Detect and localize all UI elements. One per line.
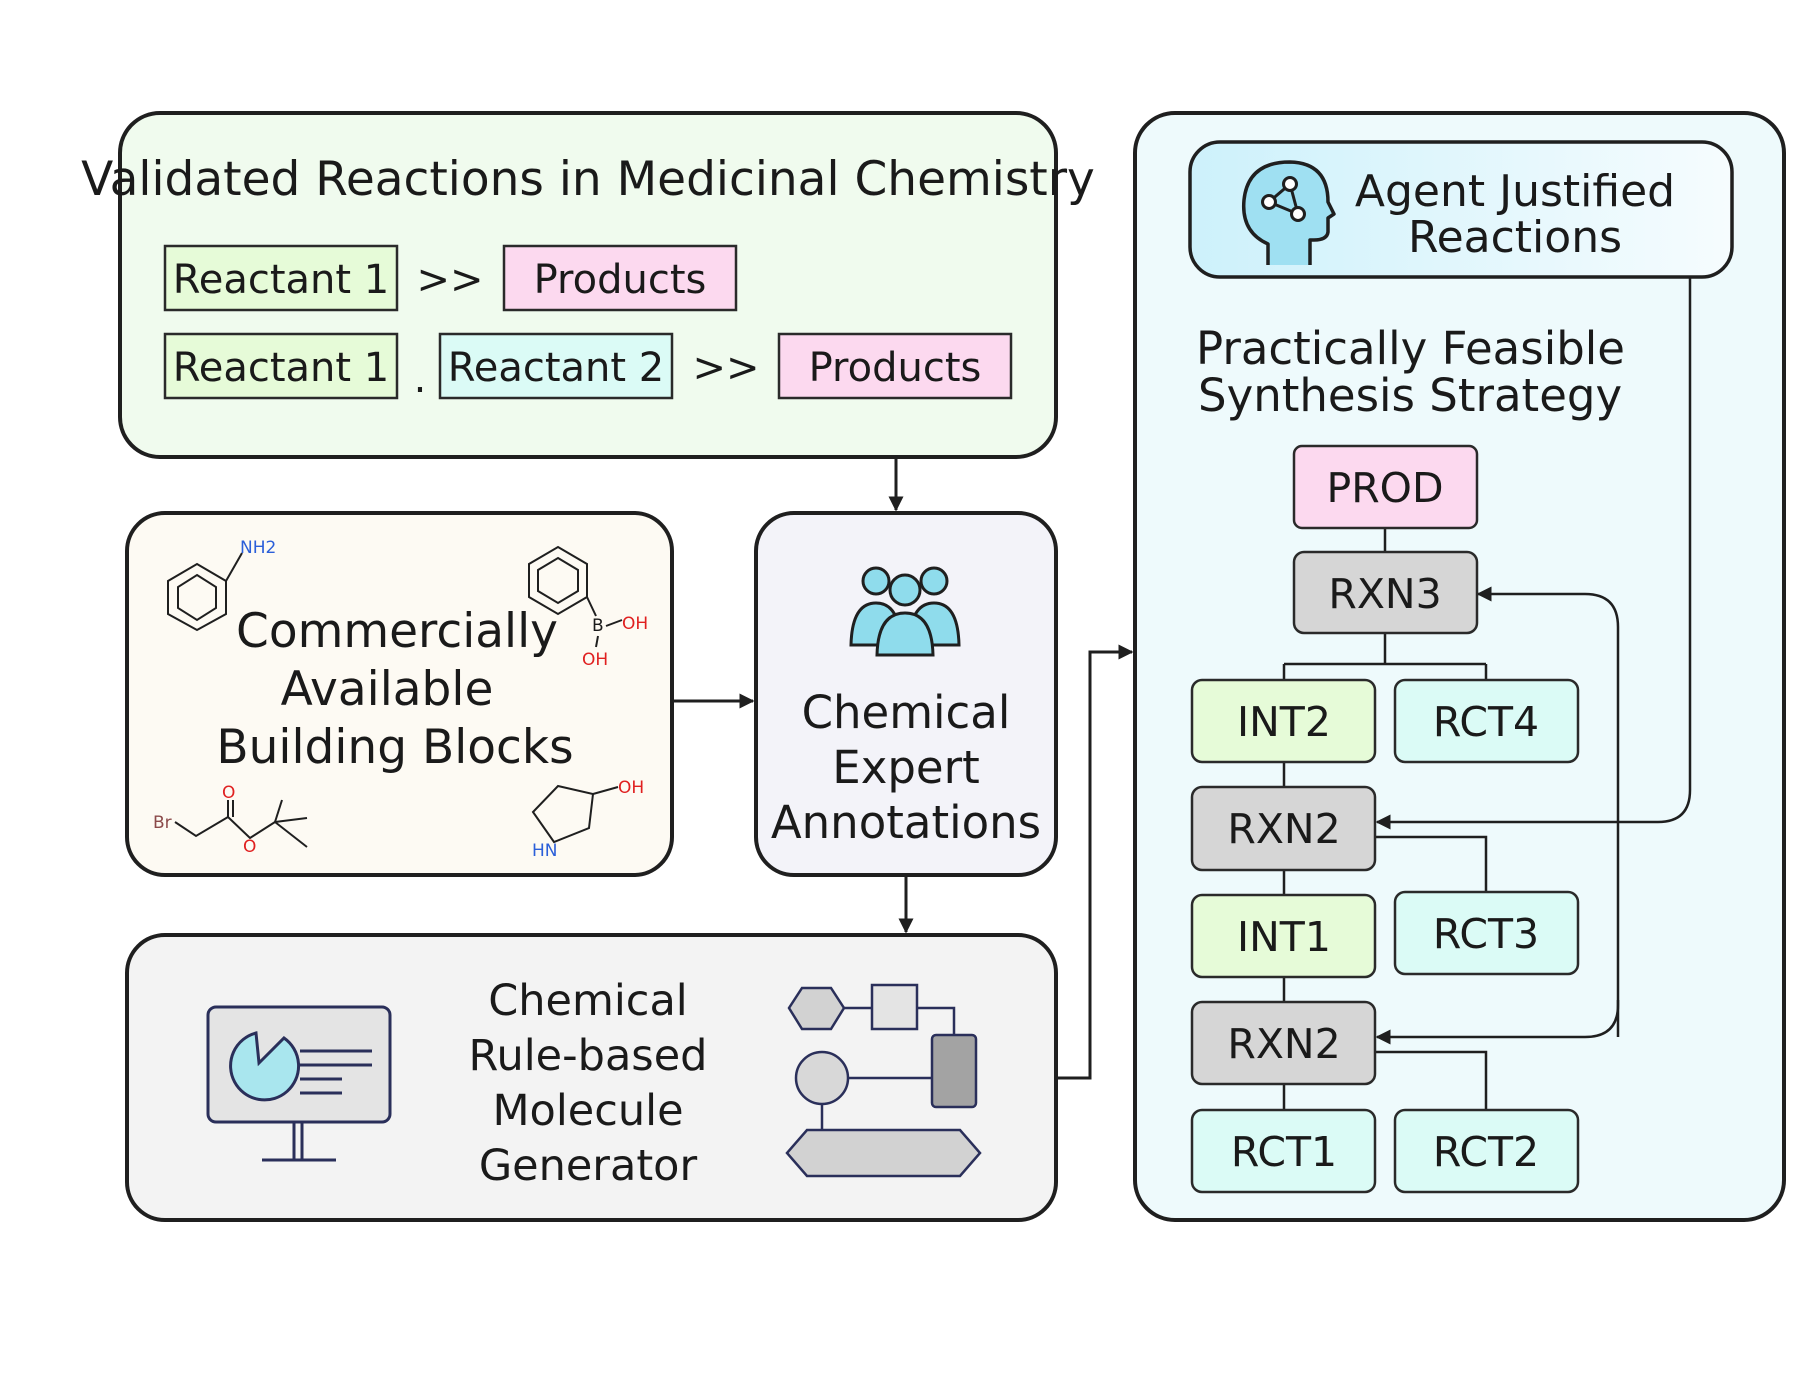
products-tag [777, 332, 1013, 400]
svg-text:RCT2: RCT2 [1433, 1128, 1539, 1176]
svg-text:INT2: INT2 [1237, 698, 1331, 746]
agent-to-rxn2-lower [1375, 1000, 1620, 1045]
building-blocks-panel: Commercially Available Building Blocks N… [125, 511, 674, 877]
ester-oxygen-label: O [243, 837, 256, 857]
reactant-1-tag [163, 244, 399, 312]
svg-text:INT1: INT1 [1237, 913, 1331, 961]
svg-text:RCT3: RCT3 [1433, 910, 1539, 958]
svg-text:RXN2: RXN2 [1227, 805, 1340, 853]
expert-line-3: Annotations [771, 796, 1041, 849]
phenylboronic-acid-structure: B OH OH [528, 545, 648, 670]
reaction-row-1: Reactant 1 >> Products [163, 244, 738, 312]
monitor-chart-icon [206, 1005, 392, 1162]
aniline-structure: NH2 [167, 538, 276, 632]
hydroxypyrrolidine-structure: OH HN [531, 778, 644, 861]
strategy-title-line-2: Synthesis Strategy [1198, 369, 1622, 422]
node-int2: INT2 [1190, 678, 1377, 764]
svg-text:RCT4: RCT4 [1433, 698, 1539, 746]
expert-line-1: Chemical [802, 686, 1011, 739]
nh2-label: NH2 [240, 538, 276, 558]
reaction-arrow: >> [416, 257, 483, 303]
agent-justified-reactions-box: Agent Justified Reactions [1188, 140, 1734, 279]
generator-line-3: Molecule [492, 1086, 683, 1136]
expert-annotations-panel: Chemical Expert Annotations [754, 511, 1058, 877]
separator-dot: . [414, 356, 427, 402]
building-blocks-line-2: Available [281, 662, 494, 717]
validated-reactions-panel: Validated Reactions in Medicinal Chemist… [81, 111, 1095, 459]
validated-reactions-title: Validated Reactions in Medicinal Chemist… [81, 152, 1095, 207]
node-rxn2-upper: RXN2 [1190, 785, 1377, 872]
node-rct2: RCT2 [1393, 1108, 1580, 1194]
hn-label: HN [532, 841, 558, 861]
oh-label: OH [582, 650, 608, 670]
generator-line-4: Generator [479, 1141, 698, 1191]
boron-label: B [592, 616, 604, 636]
ai-head-icon [1241, 160, 1336, 265]
svg-text:PROD: PROD [1326, 464, 1443, 512]
node-int1: INT1 [1190, 893, 1377, 979]
reactant-2-tag [438, 332, 674, 400]
agent-to-rxn2-upper [1375, 277, 1692, 830]
agent-line-1: Agent Justified [1355, 166, 1675, 217]
bromine-label: Br [153, 813, 172, 833]
building-blocks-line-3: Building Blocks [216, 720, 573, 775]
svg-text:RCT1: RCT1 [1231, 1128, 1337, 1176]
building-blocks-line-1: Commercially [236, 604, 558, 659]
products-label: Products [534, 257, 707, 303]
expert-line-2: Expert [832, 741, 979, 794]
reactant-1-label: Reactant 1 [173, 345, 390, 391]
oh-label: OH [618, 778, 644, 798]
node-rct4: RCT4 [1393, 678, 1580, 764]
node-prod: PROD [1292, 444, 1479, 530]
agent-line-2: Reactions [1408, 212, 1622, 263]
flow-connectors [672, 457, 1134, 1080]
node-rxn3: RXN3 [1292, 550, 1479, 635]
oh-label: OH [622, 614, 648, 634]
generator-line-2: Rule-based [469, 1031, 708, 1081]
tree-connectors [1282, 277, 1692, 1110]
reaction-row-2: Reactant 1 . Reactant 2 >> Products [163, 332, 1013, 402]
molecule-generator-panel: Chemical Rule-based Molecule Generator [125, 933, 1058, 1222]
reactant-2-label: Reactant 2 [448, 345, 665, 391]
reactant-1-tag [163, 332, 399, 400]
arrow-generator-to-strategy [1056, 644, 1134, 1080]
svg-text:RXN3: RXN3 [1328, 570, 1441, 618]
products-label: Products [809, 345, 982, 391]
people-icon [849, 566, 961, 657]
products-tag [502, 244, 738, 312]
svg-text:RXN2: RXN2 [1227, 1020, 1340, 1068]
generator-line-1: Chemical [488, 976, 688, 1026]
node-rct1: RCT1 [1190, 1108, 1377, 1194]
node-rct3: RCT3 [1393, 890, 1580, 976]
node-rxn2-lower: RXN2 [1190, 1000, 1377, 1086]
agent-to-rxn3 [1476, 586, 1620, 1037]
carbonyl-oxygen-label: O [222, 783, 235, 803]
synthesis-strategy-panel: Agent Justified Reactions Practically Fe… [1133, 111, 1786, 1222]
machine-schematic-icon [785, 983, 982, 1178]
reactant-1-label: Reactant 1 [173, 257, 390, 303]
strategy-title-line-1: Practically Feasible [1196, 322, 1625, 375]
tert-butyl-bromoacetate-structure: Br O O [153, 783, 308, 857]
reaction-arrow: >> [692, 345, 759, 391]
